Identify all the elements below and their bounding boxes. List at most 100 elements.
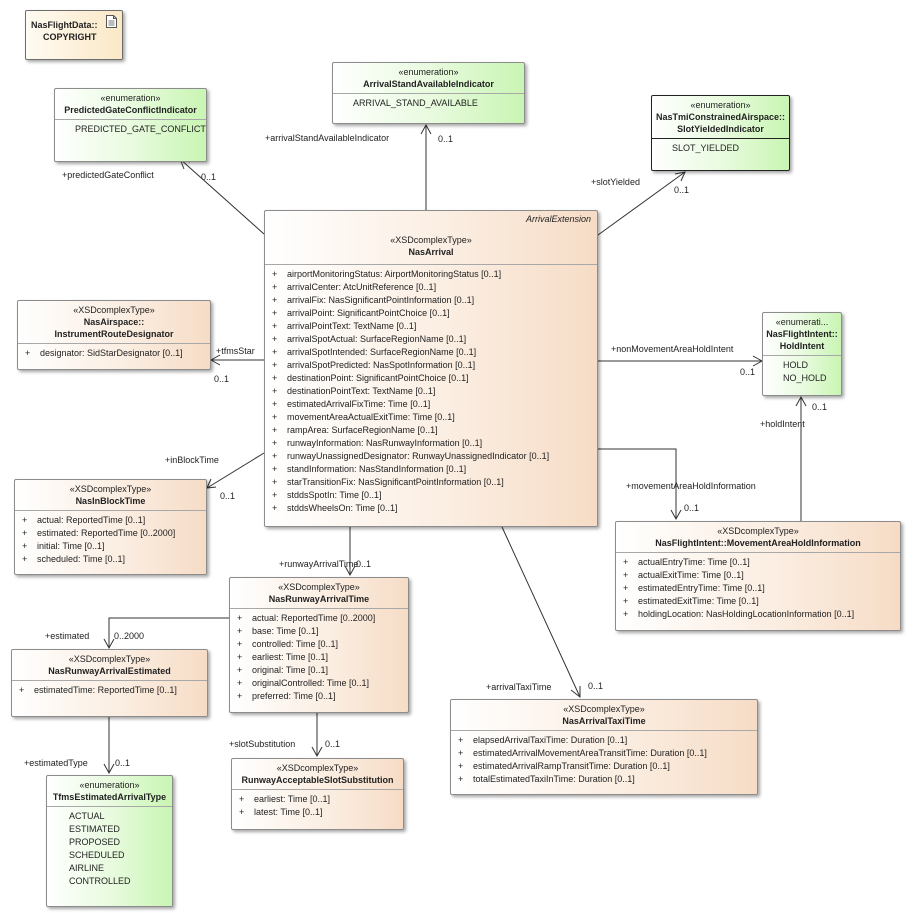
association-estimated[interactable] [108,617,229,648]
visibility-marker: + [272,308,278,318]
attribute-text: actual: ReportedTime [0..1] [37,515,146,525]
visibility-marker: + [22,528,28,538]
arrow-head-movement-hold [670,509,682,521]
class-attribute: +estimatedArrivalRampTransitTime: Durati… [453,760,755,773]
class-name: NasRunwayArrivalTime [268,594,370,604]
role-label: +slotSubstitution [229,739,296,749]
attribute-text: totalEstimatedTaxiInTime: Duration [0..1… [473,774,635,784]
arrow-head-estimated [103,638,115,650]
class-nas-arrival[interactable]: ArrivalExtension «XSDcomplexType» NasArr… [264,210,598,527]
class-attribute: +starTransitionFix: NasSignificantPointI… [267,476,595,489]
attribute-text: estimatedTime: ReportedTime [0..1] [34,685,177,695]
class-name: NasRunwayArrivalEstimated [48,666,171,676]
class-attribute: +scheduled: Time [0..1] [17,553,204,566]
class-nas-runway-arrival-time[interactable]: «XSDcomplexType» NasRunwayArrivalTime +a… [229,577,409,713]
enum-literal: CONTROLLED [69,876,131,886]
class-name: NasFlightIntent::MovementAreaHoldInforma… [655,538,861,548]
arrow-head-in-block-time [206,478,217,489]
class-movement-area-hold-information[interactable]: «XSDcomplexType» NasFlightIntent::Moveme… [615,521,901,631]
class-name: InstrumentRouteDesignator [54,329,174,339]
enum-literal: PREDICTED_GATE_CONFLICT [75,124,206,134]
role-label: +slotYielded [591,177,640,187]
class-attribute: +arrivalSpotPredicted: NasSpotInformatio… [267,359,595,372]
attribute-text: runwayInformation: NasRunwayInformation … [287,438,483,448]
class-attribute: +actual: ReportedTime [0..2000] [232,612,406,625]
class-attribute: +earliest: Time [0..1] [234,793,401,806]
attribute-text: arrivalPoint: SignificantPointChoice [0.… [287,308,450,318]
enum-literal: SLOT_YIELDED [672,143,740,153]
enum-literal: ESTIMATED [69,824,120,834]
class-attribute: +actualEntryTime: Time [0..1] [618,556,898,569]
class-attribute: + arrivalPoint: SignificantPointChoice [0… [267,307,595,320]
visibility-marker: + [272,386,278,396]
association-in-block-time[interactable] [206,452,265,489]
attribute-text: airportMonitoringStatus: AirportMonitori… [287,269,502,279]
association-predicted-gate-conflict[interactable] [179,158,265,235]
attribute-text: arrivalSpotPredicted: NasSpotInformation… [287,360,476,370]
visibility-marker: + [458,761,464,771]
class-name: TfmsEstimatedArrivalType [52,792,167,802]
arrow-head-estimated-type [103,763,115,775]
role-label: +tfmsStar [216,346,255,356]
class-instrument-route-designator[interactable]: «XSDcomplexType» NasAirspace:: Instrumen… [17,300,211,370]
class-nas-runway-arrival-estimated[interactable]: «XSDcomplexType» NasRunwayArrivalEstimat… [11,649,208,717]
class-attribute: +original: Time [0..1] [232,664,406,677]
arrow-head-tfms-star [209,354,221,366]
class-nas-arrival-taxi-time[interactable]: «XSDcomplexType» NasArrivalTaxiTime +ela… [450,699,758,795]
attribute-text: stddsSpotIn: Time [0..1] [287,490,382,500]
class-attribute: +estimated: ReportedTime [0..2000] [17,527,204,540]
class-arrival-stand-available-indicator[interactable]: «enumeration» ArrivalStandAvailableIndic… [332,62,525,124]
class-runway-acceptable-slot-substitution[interactable]: «XSDcomplexType» RunwayAcceptableSlotSub… [231,758,404,830]
visibility-marker: + [237,613,243,623]
class-slot-yielded-indicator[interactable]: «enumeration» NasTmiConstrainedAirspace:… [651,95,790,171]
attribute-text: movementAreaActualExitTime: Time [0..1] [287,412,455,422]
multiplicity-label: 0..1 [438,134,454,144]
attribute-text: controlled: Time [0..1] [252,639,339,649]
class-predicted-gate-conflict-indicator[interactable]: «enumeration» PredictedGateConflictIndic… [54,88,207,162]
class-attribute: +earliest: Time [0..1] [232,651,406,664]
visibility-marker: + [237,691,243,701]
attribute-text: arrivalFix: NasSignificantPointInformati… [287,295,475,305]
class-stereotype: «enumeration» [79,780,140,790]
multiplicity-label: 0..2000 [114,631,145,641]
visibility-marker: + [272,438,278,448]
attribute-text: holdingLocation: NasHoldingLocationInfor… [638,609,855,619]
multiplicity-label: 0..1 [812,402,828,412]
attribute-text: standInformation: NasStandInformation [0… [287,464,467,474]
attribute-text: stddsWheelsOn: Time [0..1] [287,503,398,513]
class-attribute: +destinationPoint: SignificantPointChoic… [267,372,595,385]
association-arrival-taxi-time[interactable] [501,526,581,698]
arrow-head-runway-arrival-time [344,565,356,577]
class-tfms-estimated-arrival-type[interactable]: «enumeration» TfmsEstimatedArrivalType A… [46,775,173,907]
class-stereotype: «XSDcomplexType» [563,704,645,714]
association-slot-yielded[interactable] [597,171,686,236]
multiplicity-label: 0..1 [325,739,341,749]
role-label: +estimatedType [24,758,88,768]
class-nas-in-block-time[interactable]: «XSDcomplexType» NasInBlockTime +actual:… [14,479,207,575]
visibility-marker: + [272,412,278,422]
multiplicity-label: 0..1 [115,758,131,768]
enum-literal: ARRIVAL_STAND_AVAILABLE [353,98,478,108]
arrow-head-slot-substitution [311,746,323,758]
visibility-marker: + [272,503,278,513]
enum-literal: NO_HOLD [783,373,827,383]
attribute-text: designator: SidStarDesignator [0..1] [40,348,183,358]
multiplicity-label: 0..1 [220,491,236,501]
attribute-text: preferred: Time [0..1] [252,691,336,701]
visibility-marker: + [22,554,28,564]
class-attribute: +estimatedExitTime: Time [0..1] [618,595,898,608]
attribute-text: starTransitionFix: NasSignificantPointIn… [287,477,504,487]
multiplicity-label: 0..1 [684,503,700,513]
arrow-head-hold-intent [795,395,807,407]
class-stereotype: «enumeration» [398,67,459,77]
association-movement-hold[interactable] [598,448,677,519]
multiplicity-label: 0..1 [588,681,604,691]
class-hold-intent[interactable]: «enumerati... NasFlightIntent:: HoldInte… [762,312,842,396]
class-attribute: +totalEstimatedTaxiInTime: Duration [0..… [453,773,755,786]
class-name: SlotYieldedIndicator [677,124,764,134]
copyright-note[interactable]: NasFlightData:: COPYRIGHT [25,10,123,60]
class-name: RunwayAcceptableSlotSubstitution [241,775,394,785]
class-attribute: +estimatedArrivalFixTime: Time [0..1] [267,398,595,411]
role-label: +inBlockTime [165,455,219,465]
attribute-text: arrivalSpotActual: SurfaceRegionName [0.… [287,334,467,344]
